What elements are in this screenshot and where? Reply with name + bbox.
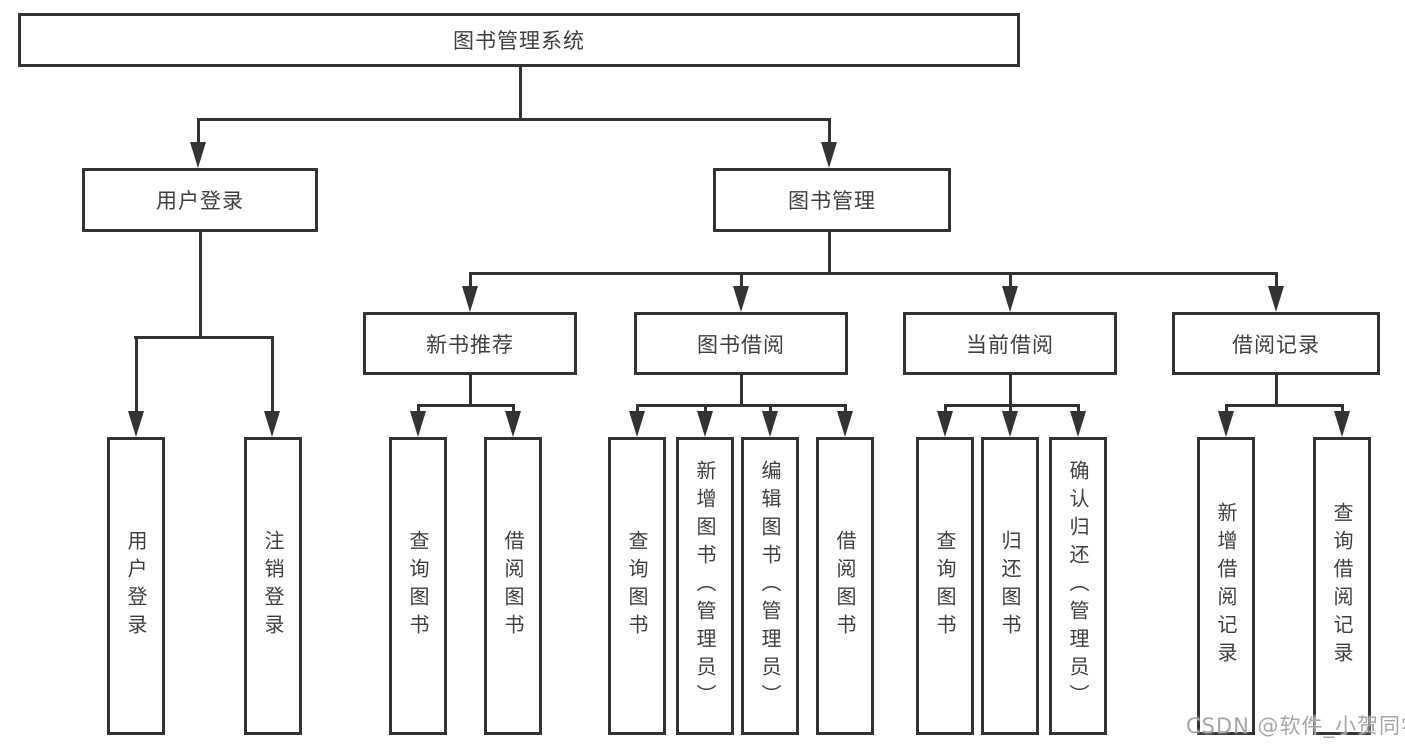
leaf-query-books-current: 查询图书: [916, 437, 974, 735]
connector-vline: [769, 404, 772, 414]
connector-hline: [1226, 404, 1342, 407]
arrowhead-down-icon: [697, 411, 713, 437]
leaf-add-borrow-record: 新增借阅记录: [1197, 437, 1255, 735]
node-user-login: 用户登录: [82, 168, 318, 232]
connector-vline: [740, 375, 743, 404]
node-new-book-recommendation: 新书推荐: [363, 312, 577, 375]
connector-vline: [469, 272, 472, 288]
connector-vline: [844, 404, 847, 414]
connector-vline: [1341, 404, 1344, 414]
arrowhead-down-icon: [937, 411, 953, 437]
connector-vline: [417, 404, 420, 414]
connector-vline: [1009, 375, 1012, 404]
connector-vline: [271, 336, 274, 412]
connector-vline: [469, 375, 472, 404]
connector-vline: [740, 272, 743, 288]
connector-vline: [704, 404, 707, 414]
connector-hline: [134, 336, 274, 339]
arrowhead-down-icon: [1268, 286, 1284, 312]
node-library-management-system: 图书管理系统: [18, 13, 1020, 67]
connector-vline: [519, 67, 522, 118]
arrowhead-down-icon: [821, 142, 837, 168]
connector-hline: [418, 404, 515, 407]
arrowhead-down-icon: [1218, 411, 1234, 437]
connector-vline: [199, 232, 202, 336]
leaf-borrow-books-recommend: 借阅图书: [484, 437, 542, 735]
arrowhead-down-icon: [128, 411, 144, 437]
connector-vline: [636, 404, 639, 414]
leaf-logout: 注销登录: [244, 437, 302, 735]
arrowhead-down-icon: [1334, 411, 1350, 437]
leaf-borrow-books-borrowing: 借阅图书: [816, 437, 874, 735]
arrowhead-down-icon: [1002, 411, 1018, 437]
connector-vline: [944, 404, 947, 414]
node-book-borrowing: 图书借阅: [634, 312, 848, 375]
leaf-add-books-admin: 新增图书（管理员）: [676, 437, 734, 735]
leaf-query-borrow-record: 查询借阅记录: [1313, 437, 1371, 735]
arrowhead-down-icon: [1002, 286, 1018, 312]
connector-vline: [1009, 404, 1012, 414]
connector-vline: [135, 336, 138, 412]
watermark: CSDN @软件_小贺同学: [1186, 714, 1405, 738]
connector-vline: [828, 232, 831, 272]
connector-vline: [1009, 272, 1012, 288]
arrowhead-down-icon: [264, 411, 280, 437]
connector-vline: [1275, 272, 1278, 288]
leaf-return-books: 归还图书: [981, 437, 1039, 735]
arrowhead-down-icon: [410, 411, 426, 437]
arrowhead-down-icon: [1070, 411, 1086, 437]
connector-vline: [197, 118, 200, 144]
node-borrowing-records: 借阅记录: [1172, 312, 1380, 375]
node-book-management: 图书管理: [713, 168, 951, 232]
arrowhead-down-icon: [629, 411, 645, 437]
leaf-edit-books-admin: 编辑图书（管理员）: [741, 437, 799, 735]
connector-vline: [1275, 375, 1278, 404]
leaf-confirm-return-admin: 确认归还（管理员）: [1049, 437, 1107, 735]
arrowhead-down-icon: [505, 411, 521, 437]
connector-hline: [637, 404, 845, 407]
leaf-query-books-recommend: 查询图书: [389, 437, 447, 735]
arrowhead-down-icon: [462, 286, 478, 312]
node-current-borrowing: 当前借阅: [903, 312, 1117, 375]
arrowhead-down-icon: [762, 411, 778, 437]
connector-hline: [197, 118, 831, 121]
connector-hline: [469, 272, 1277, 275]
connector-vline: [828, 118, 831, 144]
leaf-query-books-borrowing: 查询图书: [608, 437, 666, 735]
arrowhead-down-icon: [733, 286, 749, 312]
arrowhead-down-icon: [837, 411, 853, 437]
connector-vline: [512, 404, 515, 414]
leaf-user-login: 用户登录: [107, 437, 165, 735]
connector-vline: [1077, 404, 1080, 414]
connector-vline: [1225, 404, 1228, 414]
arrowhead-down-icon: [190, 142, 206, 168]
